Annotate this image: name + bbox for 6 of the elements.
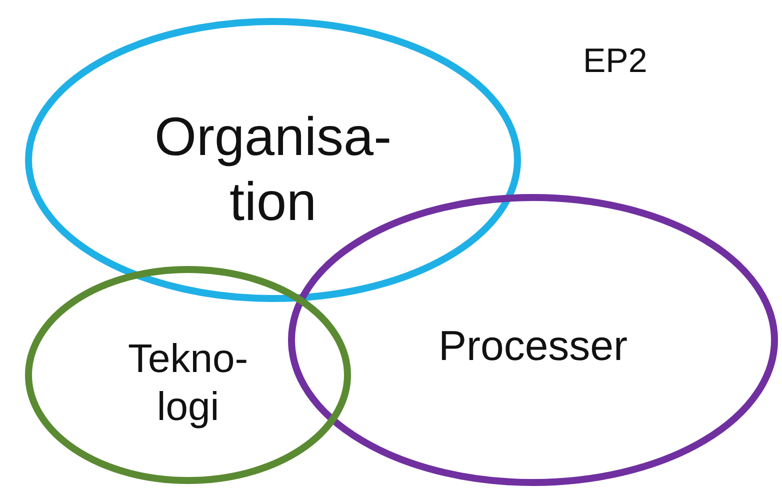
diagram-label: EP2 (583, 42, 648, 81)
ellipse-node (25, 266, 351, 484)
node-label: Processer (437, 320, 629, 371)
node-label: Tekno- logi (126, 336, 250, 431)
ellipse-node (25, 18, 521, 302)
node-label: Organisa- tion (153, 106, 393, 234)
